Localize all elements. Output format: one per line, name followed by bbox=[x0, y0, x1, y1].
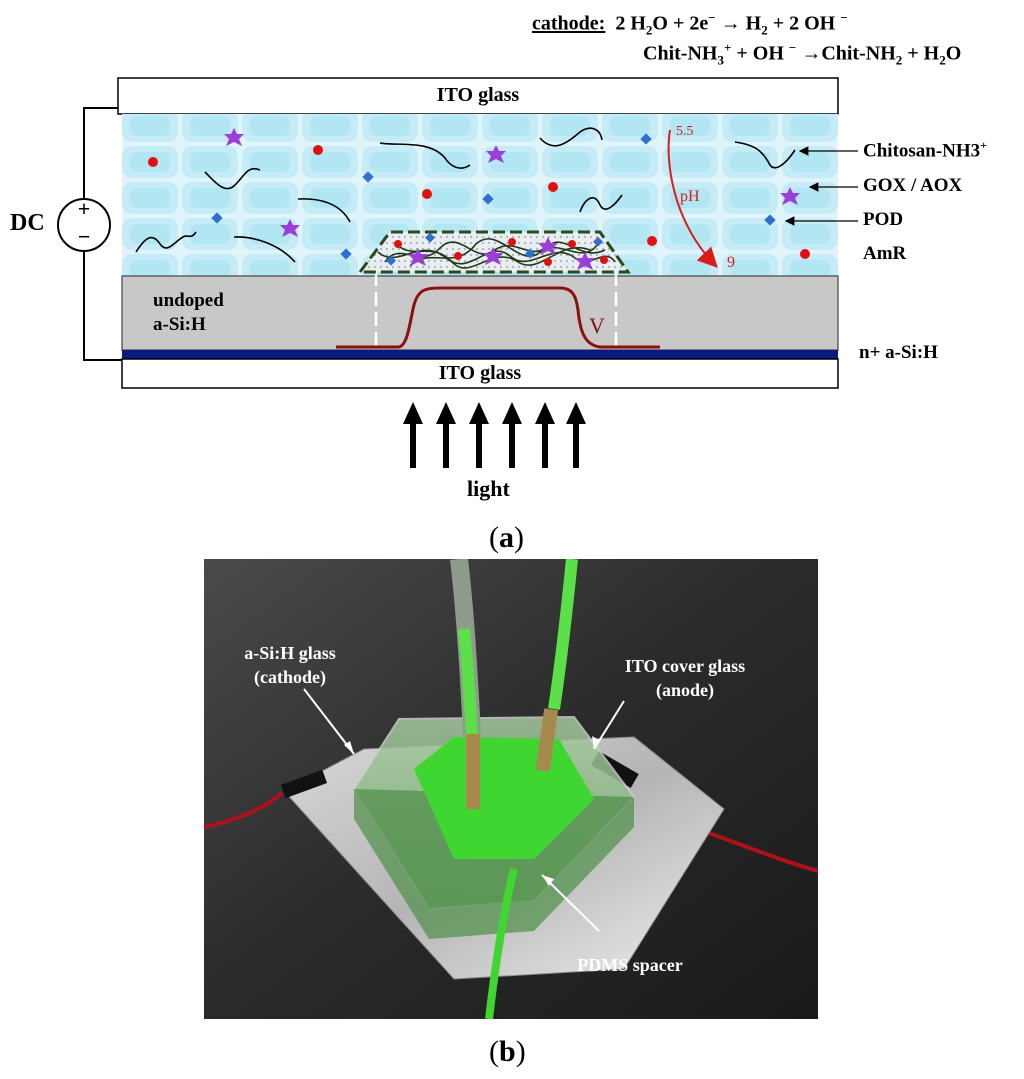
voltage-label: V bbox=[589, 313, 605, 338]
solution-chitosan-strands bbox=[135, 127, 796, 263]
gel-particles bbox=[386, 232, 608, 266]
voltage-profile bbox=[336, 286, 660, 349]
dc-label: DC bbox=[10, 210, 45, 236]
legend-arrows bbox=[784, 146, 858, 226]
device-schematic bbox=[57, 77, 858, 468]
top-ito-glass bbox=[117, 77, 839, 115]
photo-label-anode: ITO cover glass(anode) bbox=[624, 656, 746, 700]
undoped-label-1: undoped bbox=[153, 290, 224, 311]
ph-gradient-arrow bbox=[667, 129, 718, 268]
top-ito-label: ITO glass bbox=[436, 84, 520, 106]
solution-blue-diamonds bbox=[211, 133, 652, 260]
legend-chitosan: Chitosan-NH3+ bbox=[863, 138, 988, 162]
legend-amr: AmR bbox=[863, 243, 907, 264]
panel-b-label: (b) bbox=[489, 1035, 526, 1068]
ph-start-label: 5.5 bbox=[676, 124, 694, 139]
dc-wire-bottom bbox=[83, 250, 122, 361]
ph-label: pH bbox=[680, 188, 700, 205]
legend-gox-aox: GOX / AOX bbox=[863, 175, 963, 196]
dc-source-icon bbox=[57, 198, 111, 252]
legend-markers bbox=[764, 187, 810, 259]
cathode-equation-1: cathode: 2 H2O + 2e− → H2 + 2 OH − bbox=[532, 10, 848, 38]
n-plus-layer bbox=[122, 350, 838, 359]
tube-right bbox=[548, 559, 578, 710]
panel-a-label: (a) bbox=[489, 521, 524, 554]
dc-minus-sign: − bbox=[77, 224, 91, 249]
bottom-ito-glass bbox=[121, 358, 839, 389]
solution-purple-stars bbox=[224, 128, 595, 270]
light-arrows bbox=[403, 402, 586, 468]
dc-wire-top bbox=[83, 107, 118, 200]
dc-plus-sign: + bbox=[77, 196, 91, 221]
n-plus-label: n+ a-Si:H bbox=[859, 342, 938, 363]
solution-red-dots bbox=[148, 145, 657, 246]
undoped-label-2: a-Si:H bbox=[153, 314, 206, 335]
cathode-equation-2: Chit-NH3+ + OH − →Chit-NH2 + H2O bbox=[643, 40, 962, 68]
photo-label-cathode: a-Si:H glass(cathode) bbox=[244, 643, 336, 687]
bottom-ito-label: ITO glass bbox=[438, 362, 522, 384]
light-label: light bbox=[467, 476, 510, 501]
photo-label-spacer: PDMS spacer bbox=[577, 955, 683, 975]
cathode-label: cathode: bbox=[532, 12, 606, 35]
ph-end-label: 9 bbox=[727, 254, 735, 271]
device-photo bbox=[204, 559, 818, 1019]
legend-pod: POD bbox=[863, 209, 904, 230]
